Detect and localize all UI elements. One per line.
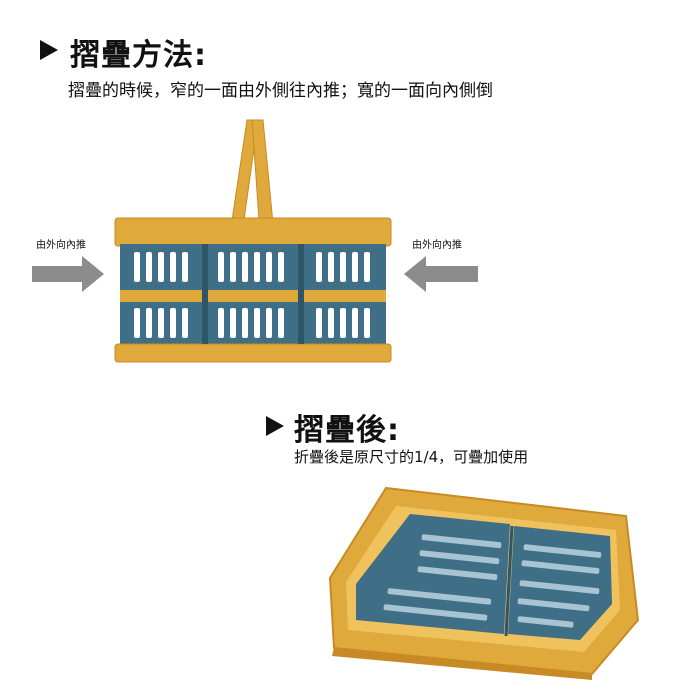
right-push-label: 由外向內推 — [412, 240, 462, 251]
folding-method-title: 摺疊方法: — [70, 38, 207, 73]
left-arrow-icon — [32, 256, 104, 292]
basket-illustration — [114, 119, 392, 363]
left-push-label: 由外向內推 — [36, 240, 86, 251]
bullet-triangle-icon — [40, 40, 58, 60]
bullet-triangle-icon-2 — [266, 416, 284, 436]
after-folding-title: 摺疊後: — [294, 413, 400, 448]
right-arrow-icon — [404, 256, 478, 292]
folding-method-instruction: 摺疊的時候，窄的一面由外側往內推；寬的一面向內側倒 — [68, 81, 493, 101]
after-folding-description: 折疊後是原尺寸的1/4，可疊加使用 — [294, 448, 529, 466]
folded-basket-illustration — [328, 486, 640, 680]
